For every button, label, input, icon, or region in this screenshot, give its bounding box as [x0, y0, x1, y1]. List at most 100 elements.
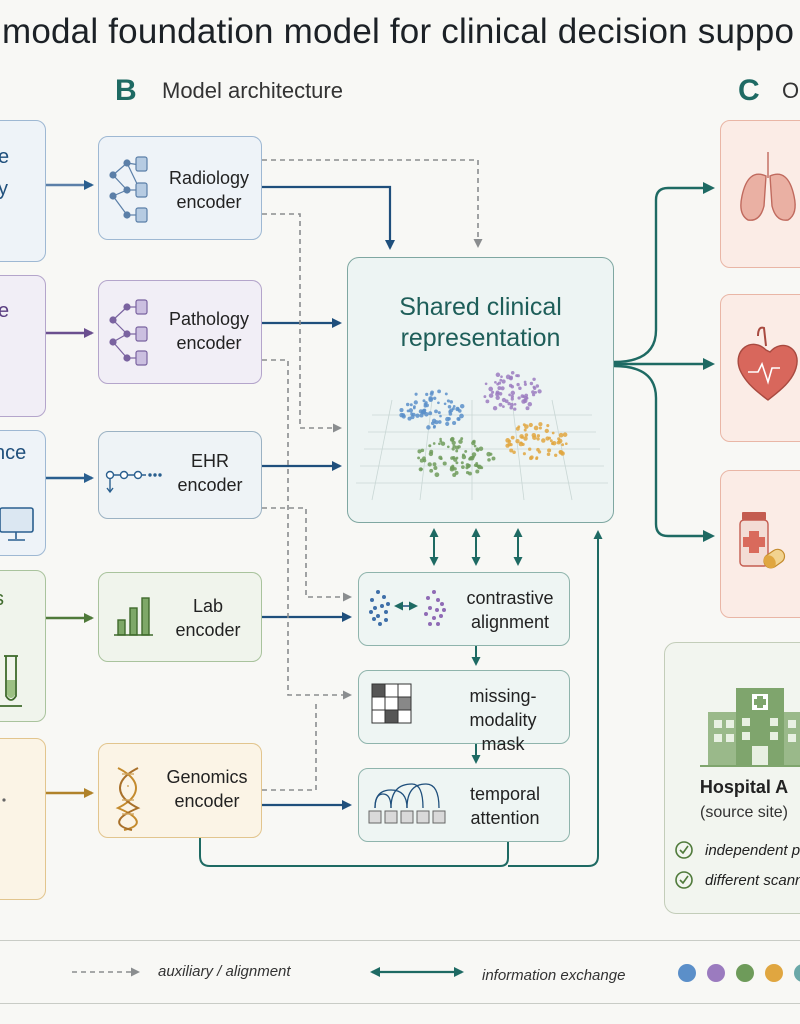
embedding-point: [532, 435, 537, 440]
embedding-point: [529, 455, 534, 460]
embedding-point: [439, 439, 443, 443]
embedding-point: [449, 400, 454, 404]
hospital-name: Hospital A: [699, 777, 789, 797]
dna-icon: [115, 767, 141, 831]
heart-icon: [737, 326, 798, 401]
embedding-point: [515, 426, 520, 431]
embedding-point: [525, 406, 530, 411]
embedding-point: [510, 390, 516, 396]
embedding-point: [417, 456, 421, 460]
embedding-point: [517, 396, 521, 400]
embedding-point: [426, 425, 431, 430]
embedding-point: [505, 438, 511, 443]
embedding-point: [541, 438, 546, 443]
embedding-point: [452, 420, 457, 426]
embedding-point: [528, 422, 533, 428]
embedding-point: [521, 442, 525, 446]
embedding-point: [547, 448, 552, 453]
embedding-point: [483, 395, 487, 399]
embedding-point: [538, 422, 543, 427]
embedding-point: [495, 392, 500, 397]
embedding-point: [524, 393, 529, 398]
embedding-point: [475, 461, 479, 465]
legend-solid-label: information exchange: [482, 967, 626, 984]
temporal-line2: attention: [470, 808, 540, 828]
embedding-point: [508, 393, 511, 397]
embedding-point: [494, 380, 497, 384]
contrastive-alignment-box: contrastive alignment: [358, 572, 570, 646]
embedding-point: [446, 445, 450, 449]
embedding-point: [546, 452, 551, 457]
embedding-point: [450, 436, 455, 442]
missing-modality-line1: missing-modality: [469, 686, 537, 730]
embedding-point: [439, 457, 443, 461]
embedding-point: [437, 420, 442, 424]
exchange-arrows: [429, 528, 523, 764]
lab-encoder-line1: Lab: [192, 596, 224, 616]
input-ehr-card: [0, 430, 46, 556]
embedding-point: [522, 452, 526, 456]
embedding-point: [448, 412, 453, 416]
embedding-point: [443, 402, 447, 406]
embedding-point: [497, 386, 502, 391]
embedding-point: [510, 402, 514, 407]
hospital-item-1: independent pop: [705, 842, 800, 859]
network-icon: [109, 156, 148, 223]
medication-icon: [739, 512, 786, 569]
embedding-point: [431, 418, 437, 423]
ehr-encoder: EHR encoder: [98, 431, 262, 519]
embedding-point: [524, 424, 529, 429]
embedding-point: [501, 379, 506, 384]
check-icon: [675, 841, 693, 859]
embedding-point: [419, 458, 424, 463]
embedding-point: [534, 390, 538, 394]
embedding-point: [433, 465, 438, 471]
embedding-point: [551, 440, 557, 446]
embedding-point: [457, 417, 461, 421]
embedding-point: [513, 402, 517, 406]
ehr-encoder-line2: encoder: [177, 475, 243, 495]
panel-b-label: Model architecture: [162, 78, 343, 103]
hospital-subtitle: (source site): [699, 804, 789, 821]
shared-title-line2: representation: [400, 324, 561, 352]
embedding-point: [401, 414, 406, 419]
embedding-point: [471, 452, 477, 457]
embedding-point: [452, 405, 456, 408]
embedding-point: [520, 435, 524, 439]
input-radiology-fragment-1: e: [0, 146, 10, 168]
embedding-point: [446, 399, 450, 403]
embedding-point: [509, 448, 514, 453]
genomics-encoder-line1: Genomics: [166, 767, 248, 787]
embedding-point: [455, 449, 459, 453]
shared-title-line1: Shared clinical: [399, 293, 562, 321]
embedding-point: [504, 399, 509, 404]
panel-b-letter: B: [115, 74, 137, 107]
embedding-point: [465, 466, 469, 470]
timeline-icon: [105, 470, 162, 494]
embedding-point: [440, 441, 446, 446]
embedding-point: [424, 401, 428, 405]
legend-dot: [678, 964, 696, 982]
embedding-point: [533, 425, 539, 431]
embedding-point: [513, 407, 517, 411]
network-icon-pathology: [109, 299, 148, 366]
embedding-point: [545, 436, 550, 441]
radiology-encoder-line1: Radiology: [168, 168, 250, 188]
embedding-point: [528, 447, 532, 451]
embedding-point: [425, 392, 429, 396]
input-genomics-card: [0, 738, 46, 900]
embedding-point: [442, 461, 447, 466]
embedding-point: [464, 449, 468, 453]
embedding-point: [439, 437, 442, 441]
embedding-point: [423, 404, 428, 408]
embedding-point: [509, 405, 513, 410]
embedding-point: [500, 386, 505, 391]
embedding-point: [452, 456, 456, 460]
embedding-point: [434, 409, 438, 414]
embedding-point: [518, 386, 522, 390]
shared-representation-box: Shared clinical representation: [347, 257, 614, 523]
embedding-point: [452, 444, 456, 448]
embedding-point: [509, 375, 513, 380]
embedding-point: [512, 450, 516, 455]
